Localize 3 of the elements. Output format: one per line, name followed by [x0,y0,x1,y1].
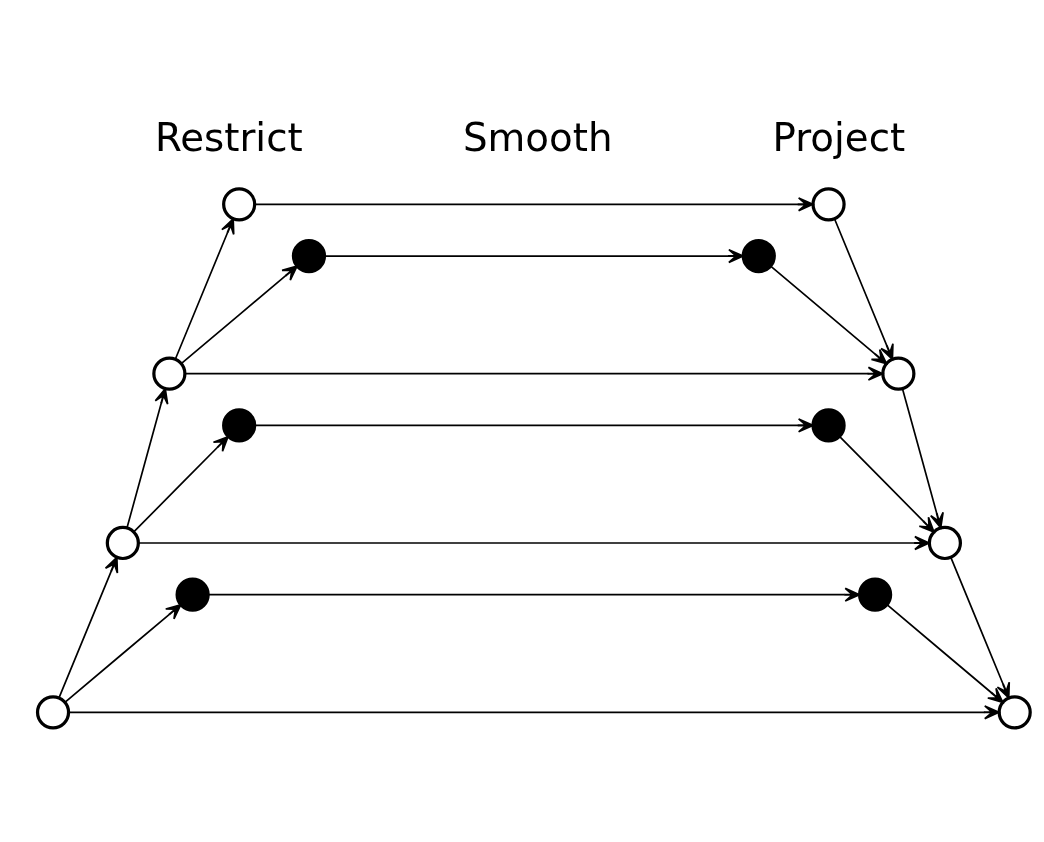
label: Smooth [462,114,613,160]
label: Restrict [154,114,303,160]
label: Project [772,114,906,160]
